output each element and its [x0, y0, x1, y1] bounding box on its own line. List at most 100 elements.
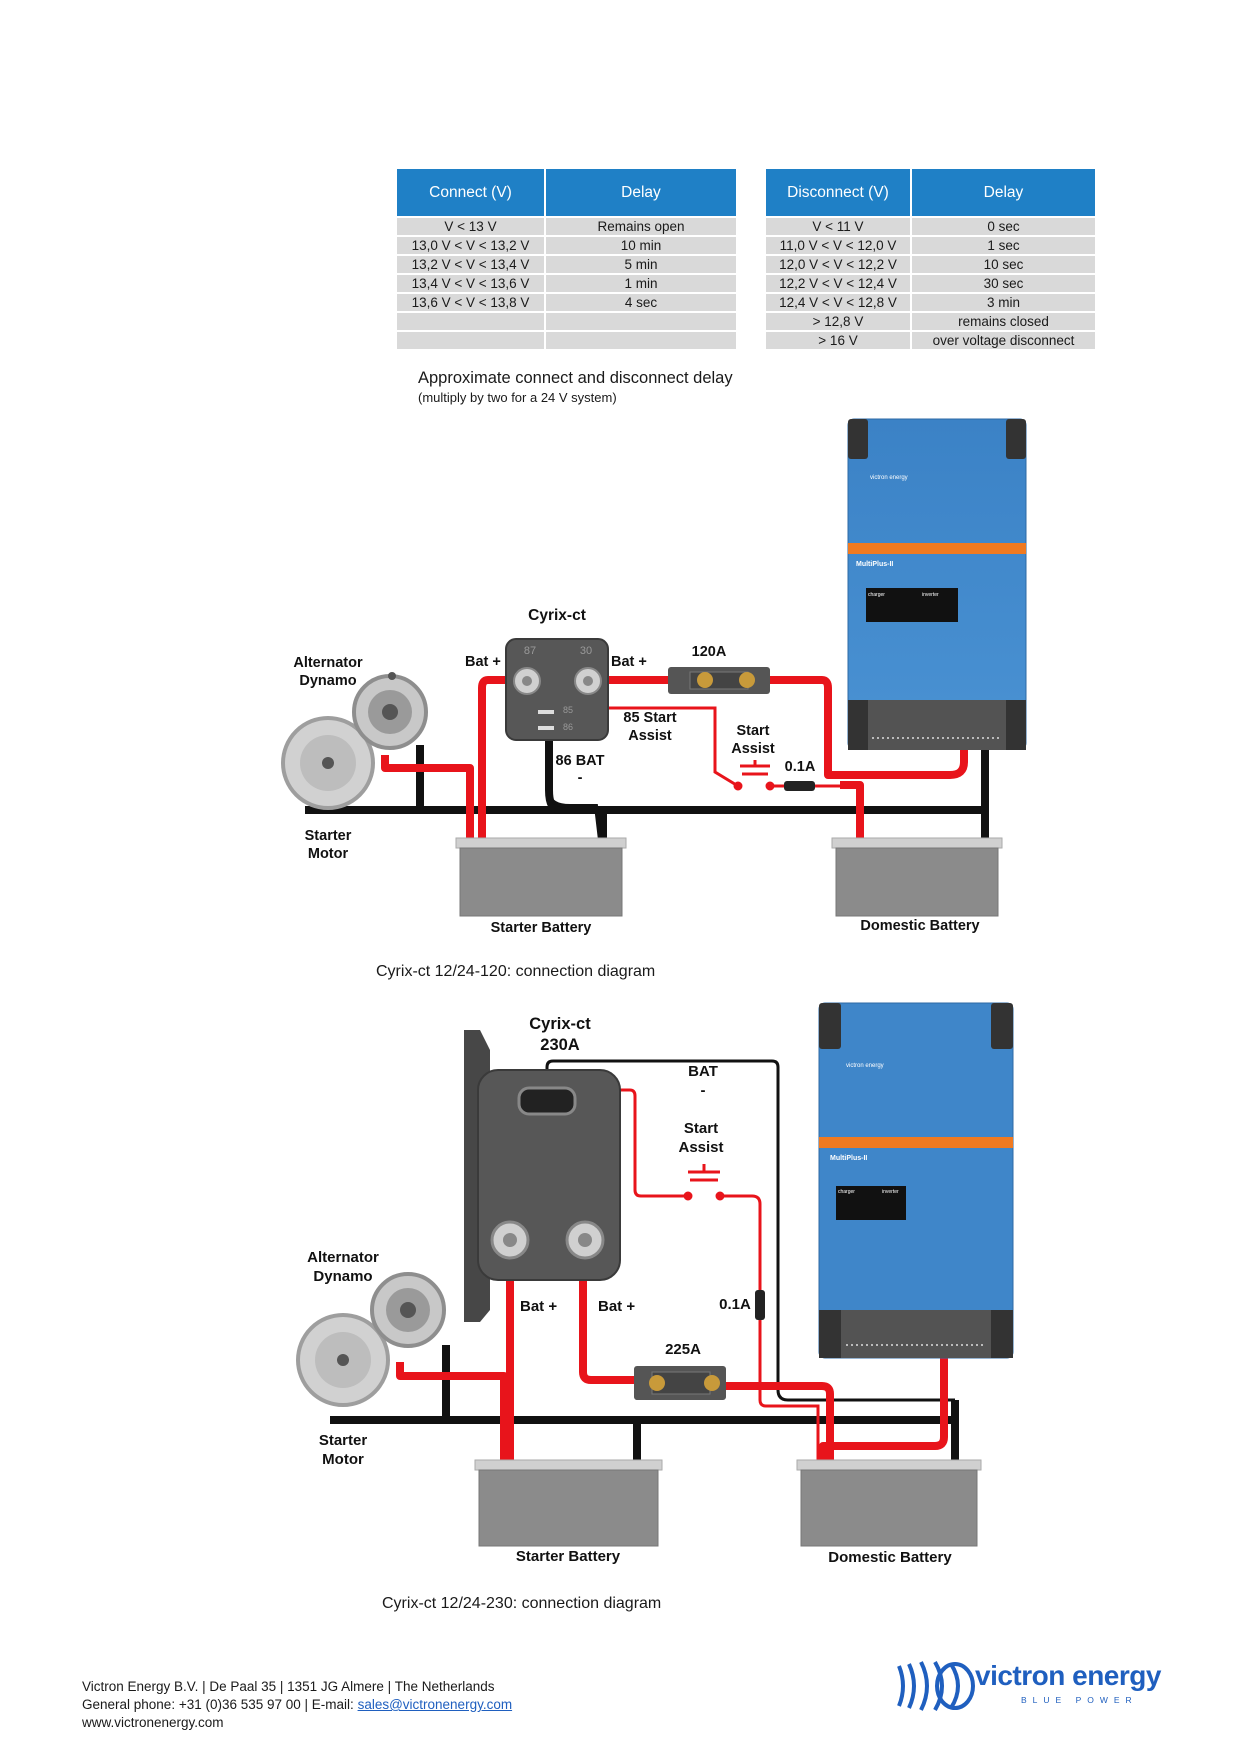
- domestic-battery-label: Domestic Battery: [860, 918, 979, 934]
- voltage-cell: [397, 332, 546, 351]
- voltage-cell: 12,4 V < V < 12,8 V: [766, 294, 912, 313]
- bat-plus-right-label: Bat +: [611, 654, 647, 670]
- inverter-brand-text: victron energy: [846, 1063, 884, 1069]
- delay-cell: 0 sec: [912, 218, 1095, 237]
- domestic-battery-icon: [796, 1459, 982, 1547]
- fuse-225a-icon: [634, 1366, 726, 1400]
- voltage-cell: V < 13 V: [397, 218, 546, 237]
- cyrix-ct-relay: [505, 638, 609, 741]
- footer-website[interactable]: www.victronenergy.com: [82, 1715, 224, 1730]
- inverter-charger-label: charger: [838, 1189, 855, 1195]
- ground-bus: [330, 1345, 959, 1462]
- voltage-cell: 13,0 V < V < 13,2 V: [397, 237, 546, 256]
- voltage-cell: 13,4 V < V < 13,6 V: [397, 275, 546, 294]
- diagram2-caption: Cyrix-ct 12/24-230: connection diagram: [382, 1595, 662, 1612]
- bat86-label-2: -: [578, 770, 583, 786]
- voltage-cell: [397, 313, 546, 332]
- voltage-cell: > 16 V: [766, 332, 912, 351]
- starter-battery-label: Starter Battery: [516, 1548, 621, 1565]
- delay-cell: 30 sec: [912, 275, 1095, 294]
- inverter-inverter-label: inverter: [922, 592, 939, 598]
- fuse-0-1a-label: 0.1A: [719, 1296, 751, 1313]
- alternator-icon: [296, 1272, 446, 1407]
- delay-cell: [546, 313, 736, 332]
- bat-neg-wire: [545, 1059, 955, 1402]
- bat-neg-label-2: -: [701, 1082, 706, 1099]
- fuse-0-1a-label: 0.1A: [785, 759, 816, 775]
- cyrix-ct-rating-label: 230A: [540, 1036, 580, 1054]
- footer-contact-line: General phone: +31 (0)36 535 97 00 | E-m…: [82, 1696, 512, 1714]
- disconnect-header-voltage: Disconnect (V): [766, 169, 912, 218]
- delay-cell: 5 min: [546, 256, 736, 275]
- inverter-model-text: MultiPlus-II: [856, 561, 893, 568]
- inverter-model-text: MultiPlus-II: [830, 1155, 867, 1162]
- delay-cell: 1 min: [546, 275, 736, 294]
- voltage-cell: 12,0 V < V < 12,2 V: [766, 256, 912, 275]
- voltage-cell: 12,2 V < V < 12,4 V: [766, 275, 912, 294]
- victron-waves-icon: [897, 1660, 975, 1712]
- voltage-cell: > 12,8 V: [766, 313, 912, 332]
- domestic-battery-icon: [831, 837, 1003, 917]
- delay-cell: over voltage disconnect: [912, 332, 1095, 351]
- connection-diagram-230: victron energy MultiPlus-II charger inve…: [296, 1002, 1014, 1566]
- multiplus-inverter: [818, 1002, 1014, 1359]
- starter-battery-icon: [455, 837, 627, 917]
- bat86-label-1: 86 BAT: [556, 753, 605, 769]
- dynamo-label: Dynamo: [299, 673, 356, 689]
- starter-motor-label-1: Starter: [319, 1432, 368, 1449]
- voltage-cell: 13,2 V < V < 13,4 V: [397, 256, 546, 275]
- delay-cell: 1 sec: [912, 237, 1095, 256]
- start-assist-wire: [560, 1088, 820, 1462]
- fuse-0-1a-icon: [755, 1290, 765, 1320]
- delay-cell: 10 sec: [912, 256, 1095, 275]
- table-row: [397, 313, 736, 332]
- victron-logo: victron energy BLUE POWER: [893, 1658, 1163, 1718]
- positive-wires: [381, 676, 968, 840]
- dynamo-label: Dynamo: [313, 1268, 372, 1285]
- connection-diagram-120: 87 30 85 86 victron: [281, 418, 1027, 936]
- domestic-battery-label: Domestic Battery: [828, 1549, 952, 1566]
- cyrix-ct-label: Cyrix-ct: [528, 607, 586, 624]
- delay-cell: remains closed: [912, 313, 1095, 332]
- delay-cell: Remains open: [546, 218, 736, 237]
- alternator-icon: [281, 672, 428, 810]
- table-row: [397, 332, 736, 351]
- terminal-30-label: 30: [580, 645, 592, 657]
- alternator-label: Alternator: [293, 655, 363, 671]
- starter-battery-icon: [474, 1459, 663, 1547]
- connect-header-delay: Delay: [546, 169, 736, 218]
- positive-wires: [396, 1250, 948, 1462]
- start-assist-switch-icon: [733, 760, 775, 791]
- connect-header-voltage: Connect (V): [397, 169, 546, 218]
- disconnect-header-delay: Delay: [912, 169, 1095, 218]
- starter-motor-label-1: Starter: [305, 828, 352, 844]
- starter-motor-label-2: Motor: [308, 846, 349, 862]
- inverter-brand-text: victron energy: [870, 475, 908, 481]
- start-assist-label-2: Assist: [731, 741, 775, 757]
- logo-wordmark: victron energy: [975, 1660, 1161, 1691]
- terminal-85-label: 85: [563, 705, 573, 715]
- bat86-wire: [547, 727, 602, 841]
- logo-tagline: BLUE POWER: [1021, 1695, 1138, 1705]
- fuse-120a-icon: [668, 667, 770, 694]
- delay-cell: [546, 332, 736, 351]
- voltage-cell: 13,6 V < V < 13,8 V: [397, 294, 546, 313]
- start-assist-85-label-2: Assist: [628, 728, 672, 744]
- footer-email-link[interactable]: sales@victronenergy.com: [357, 1697, 513, 1712]
- bat-plus-right-label: Bat +: [598, 1298, 635, 1315]
- start-assist-85-label-1: 85 Start: [623, 710, 676, 726]
- fuse-0-1a-icon: [784, 781, 815, 791]
- voltage-cell: V < 11 V: [766, 218, 912, 237]
- cyrix-ct-230a-relay: [464, 1030, 621, 1322]
- starter-motor-label-2: Motor: [322, 1451, 364, 1468]
